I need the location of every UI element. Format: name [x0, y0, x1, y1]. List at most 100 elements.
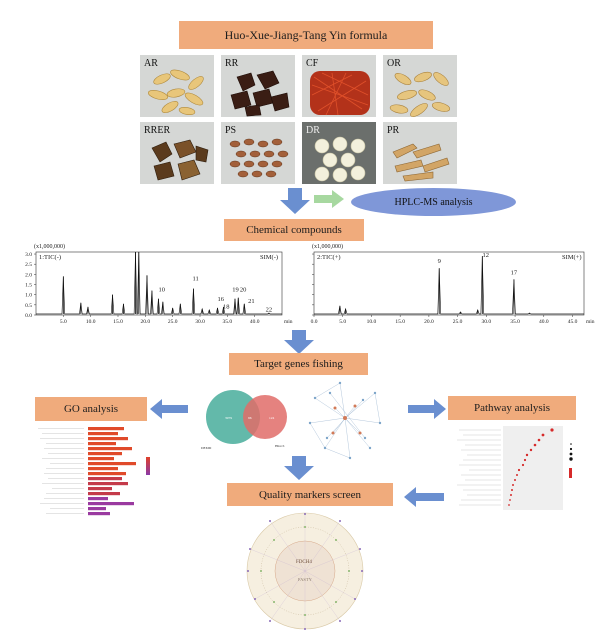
- herb-label: OR: [387, 58, 401, 69]
- pathway-dot-plot: [457, 426, 573, 510]
- peak-annotation: 12: [483, 252, 490, 259]
- trace-title: 1:TIC(-): [39, 254, 61, 261]
- y-tick-label: 2.0: [25, 272, 32, 278]
- ps-seeds-graphic: [229, 138, 289, 178]
- x-tick-label: 25.0: [453, 319, 463, 325]
- herb-label: CF: [306, 58, 319, 69]
- formula-title: Huo-Xue-Jiang-Tang Yin formula: [224, 27, 388, 42]
- herb-label: RRER: [144, 125, 171, 136]
- herb-image-rrer: RRER: [140, 122, 214, 184]
- herb-image-ar: AR: [140, 55, 214, 117]
- pathway-analysis-label: Pathway analysis: [473, 402, 551, 414]
- target-genes-box: Target genes fishing: [229, 353, 368, 375]
- rr-pieces-graphic: [230, 70, 290, 117]
- chemical-compounds-label: Chemical compounds: [246, 224, 342, 236]
- x-tick-label: 40.0: [539, 319, 549, 325]
- rrer-pieces-graphic: [151, 139, 209, 181]
- herb-label: DR: [306, 125, 320, 136]
- go-analysis-box: GO analysis: [35, 397, 147, 421]
- herb-label: PS: [225, 125, 237, 136]
- y-tick-label: 0.5: [25, 303, 32, 309]
- ppi-network-graphic: [308, 381, 382, 460]
- trace-mode-label: SIM(-): [260, 254, 278, 261]
- herb-image-cf: CF: [302, 55, 376, 117]
- y-tick-label: 0.0: [25, 313, 32, 319]
- x-tick-label: 30.0: [195, 319, 205, 325]
- venn-right-label: Hhst.S: [275, 444, 284, 448]
- plot-frame: [313, 251, 585, 316]
- x-tick-label: 15.0: [395, 319, 405, 325]
- quality-markers-box: Quality markers screen: [227, 483, 393, 506]
- herb-image-pr: PR: [383, 122, 457, 184]
- venn-right-value: 124: [269, 416, 275, 420]
- peak-annotation: 20: [240, 287, 247, 294]
- venn-left-circle: [206, 390, 260, 444]
- go-legend-gradient: [146, 457, 150, 475]
- chromatogram-trace: [314, 256, 584, 315]
- herb-label: PR: [387, 125, 400, 136]
- chromatogram-negative: (x1,000,000) 1:TIC(-) SIM(-) 3.0 2.5 2.0 1.5 1.…: [25, 243, 293, 325]
- peak-annotation: 22: [266, 307, 273, 314]
- peak-annotation: 11: [192, 275, 198, 282]
- peak-annotation: 17: [511, 269, 518, 276]
- or-slices-graphic: [389, 71, 451, 117]
- quality-markers-label: Quality markers screen: [258, 488, 361, 501]
- hplc-label: HPLC-MS analysis: [394, 196, 473, 208]
- x-tick-label: 15.0: [113, 319, 123, 325]
- y-tick-label: 1.0: [25, 293, 32, 299]
- x-tick-label: 20.0: [141, 319, 151, 325]
- x-tick-label: 10.0: [86, 319, 96, 325]
- x-tick-label: 25.0: [168, 319, 178, 325]
- x-tick-label: 30.0: [482, 319, 492, 325]
- pathway-analysis-box: Pathway analysis: [448, 396, 576, 420]
- right-arrow-icon: [408, 399, 446, 419]
- trace-title: 2:TIC(+): [317, 254, 341, 261]
- herb-image-dr: DR: [302, 122, 376, 184]
- go-analysis-label: GO analysis: [63, 403, 119, 415]
- hplc-ellipse: HPLC-MS analysis: [351, 188, 516, 216]
- chemical-compounds-box: Chemical compounds: [224, 219, 364, 241]
- herb-label: AR: [144, 58, 158, 69]
- x-unit-label: min: [586, 319, 595, 325]
- x-unit-label: min: [284, 319, 293, 325]
- network-center-label: FDCH4: [296, 560, 312, 565]
- chromatogram-trace: [36, 251, 282, 315]
- venn-left-label: DEMD: [201, 446, 212, 450]
- peak-annotation: 19: [232, 287, 239, 294]
- peak-annotation: 18: [223, 303, 230, 310]
- x-tick-label: 20.0: [424, 319, 434, 325]
- x-tick-label: 40.0: [250, 319, 260, 325]
- y-tick-label: 1.5: [25, 283, 32, 289]
- x-tick-label: 0.0: [311, 319, 318, 325]
- herb-image-ps: PS: [221, 122, 295, 184]
- pathway-to-quality-arrow-icon: [404, 487, 444, 507]
- dr-slices-graphic: [314, 136, 366, 183]
- peak-annotation: 21: [248, 298, 255, 305]
- x-tick-label: 5.0: [60, 319, 67, 325]
- peak-annotation: 9: [438, 258, 441, 265]
- go-bar-chart: [38, 427, 150, 516]
- y-tick-label: 2.5: [25, 262, 32, 268]
- venn-overlap-value: 96: [248, 416, 252, 420]
- chart-down-arrow-icon: [284, 330, 314, 354]
- target-genes-label: Target genes fishing: [254, 358, 343, 370]
- x-tick-label: 35.0: [510, 319, 520, 325]
- x-tick-label: 45.0: [568, 319, 578, 325]
- herbs-down-arrow-icon: [280, 188, 344, 214]
- trace-mode-label: SIM(+): [562, 254, 582, 261]
- y-tick-label: 3.0: [25, 252, 32, 258]
- y-unit-label: (x1,000,000): [34, 243, 65, 250]
- herb-image-or: OR: [383, 55, 457, 117]
- plot-frame: [35, 251, 283, 316]
- x-tick-label: 5.0: [339, 319, 346, 325]
- venn-left-value: 3979: [225, 416, 232, 420]
- ar-slices-graphic: [147, 69, 204, 116]
- x-tick-label: 10.0: [367, 319, 377, 325]
- pr-pieces-graphic: [392, 143, 450, 182]
- venn-right-circle: [243, 395, 287, 439]
- compound-target-network: FDCH4 FASTY: [246, 512, 364, 630]
- x-tick-label: 35.0: [223, 319, 233, 325]
- herb-image-rr: RR: [221, 55, 295, 117]
- peak-annotation: 16: [218, 296, 225, 303]
